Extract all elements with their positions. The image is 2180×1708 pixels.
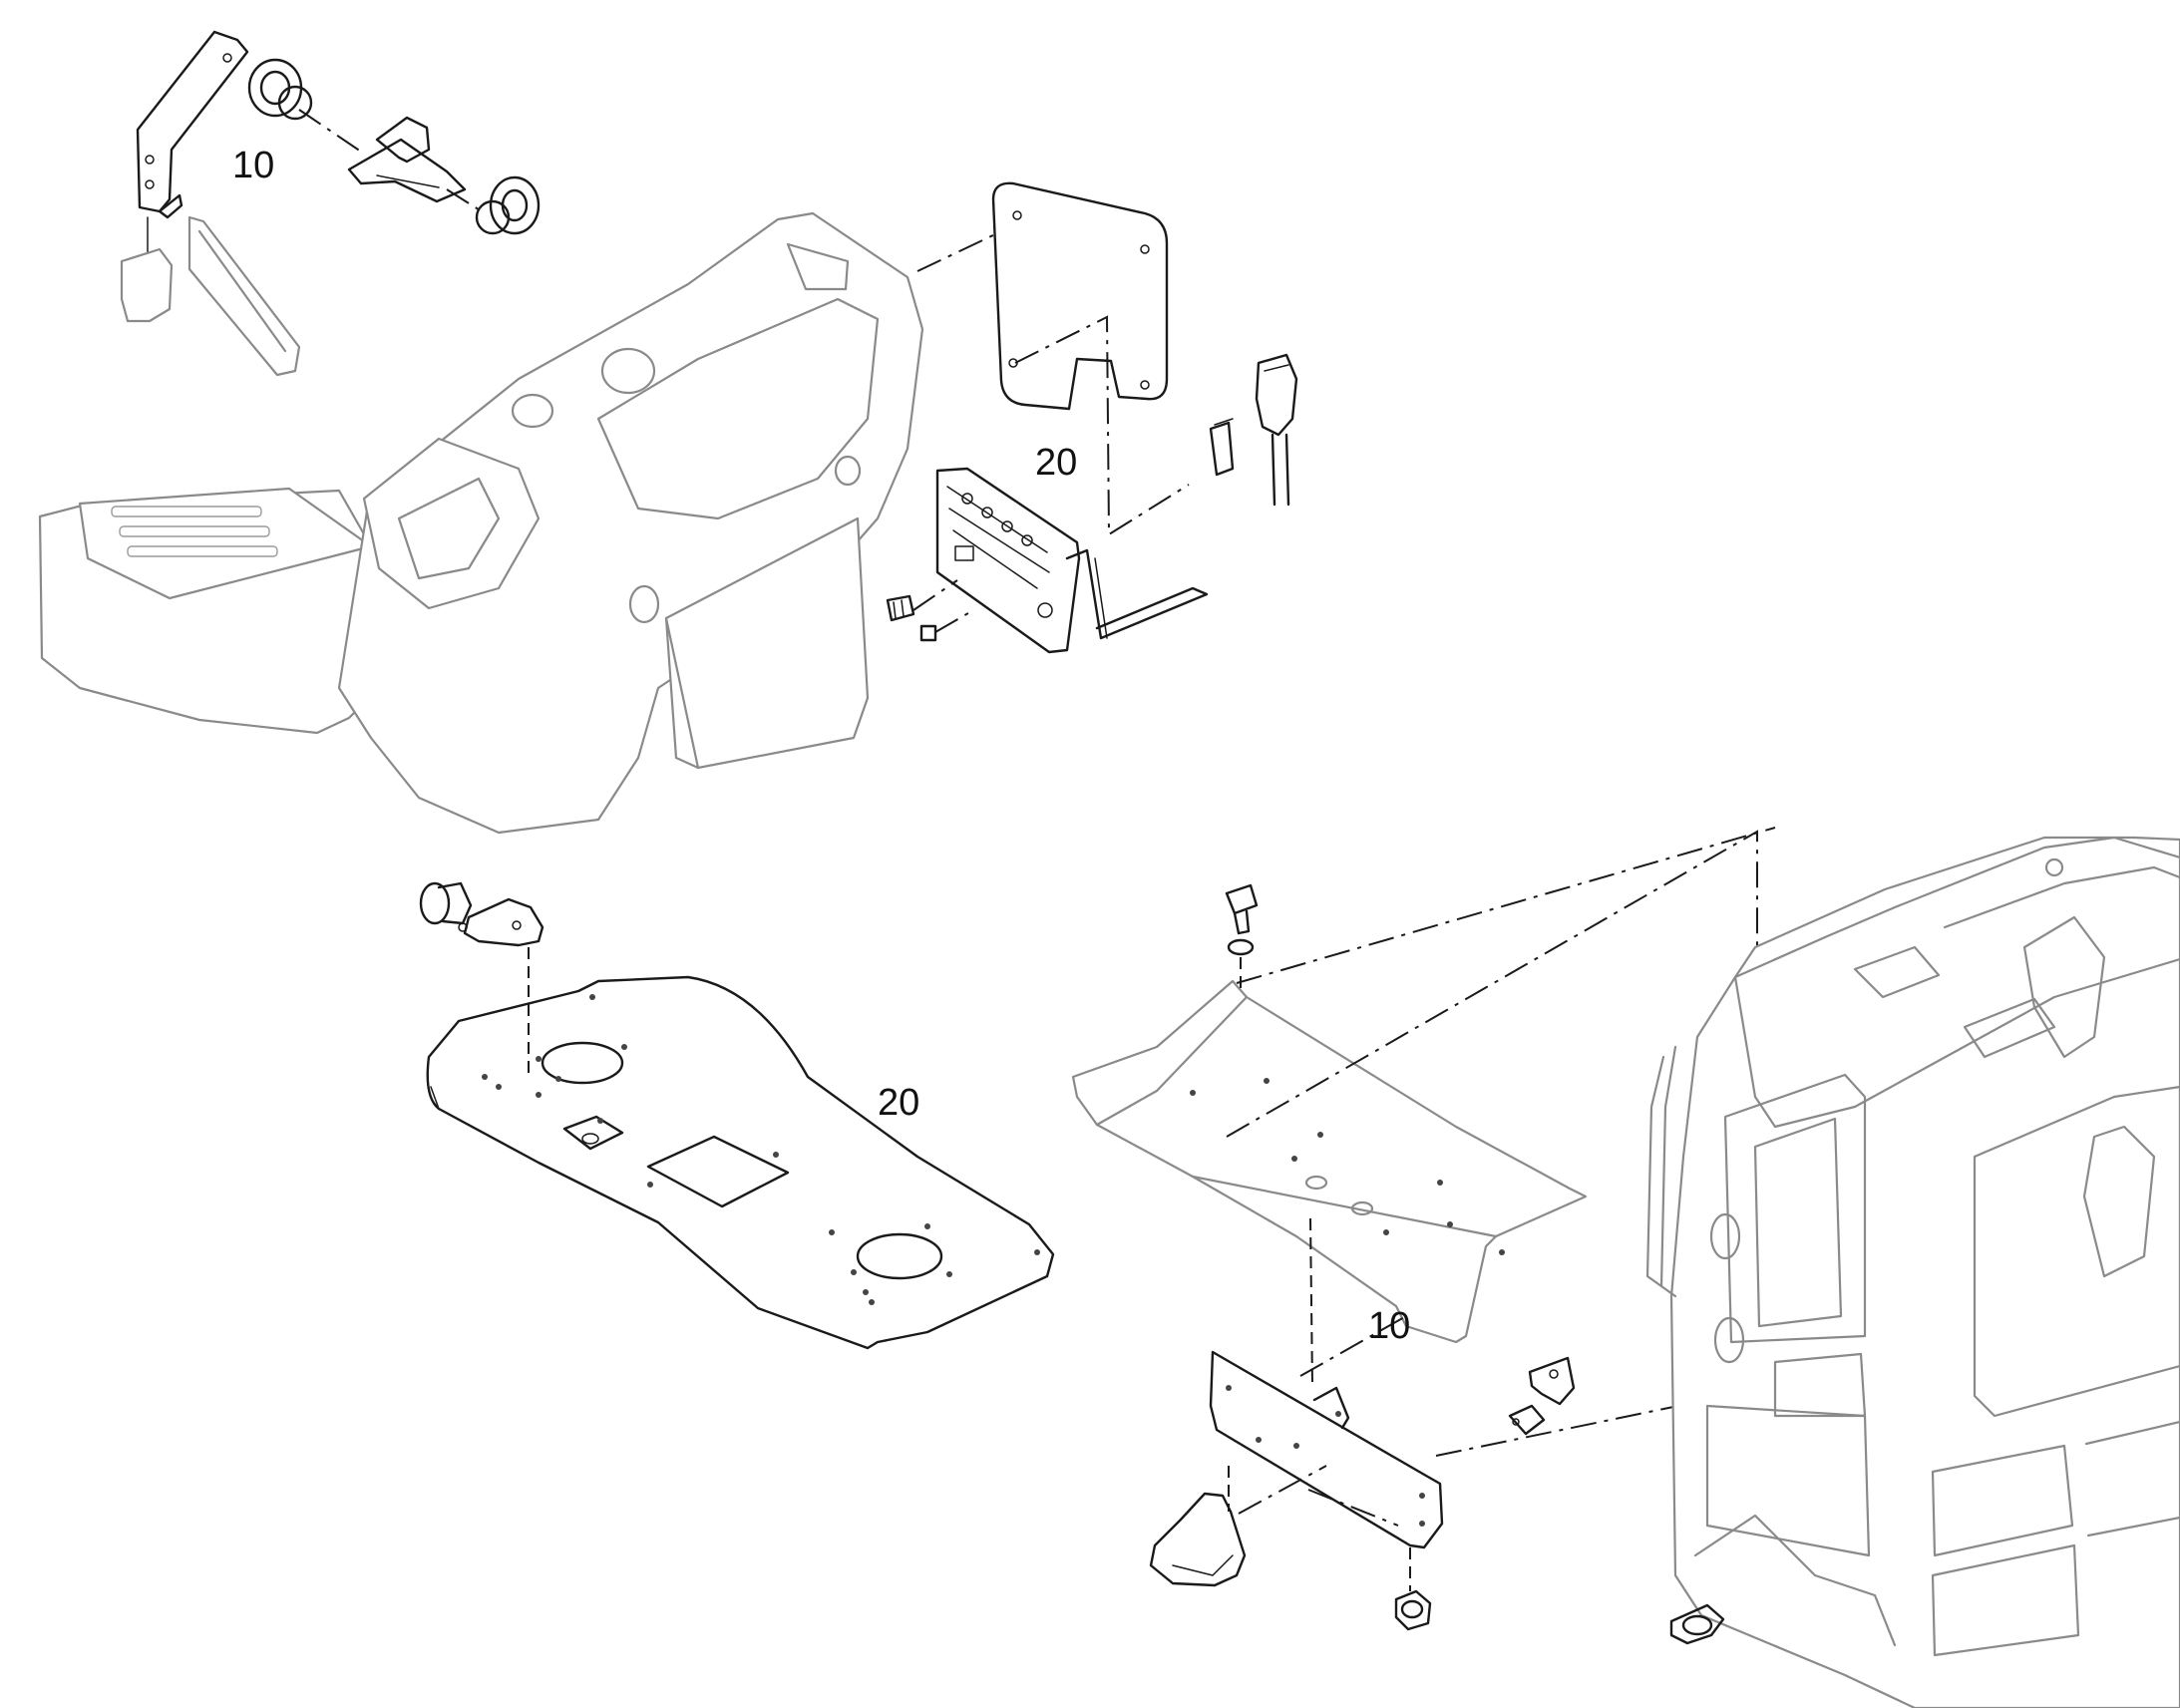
cable-clamp (1669, 1603, 1725, 1645)
floor-plate-assembly (419, 881, 1055, 1350)
callout-monitor-bracket: 10 (232, 145, 274, 186)
operator-console (38, 211, 924, 835)
cover-panel-assembly (886, 181, 1298, 654)
callout-mount-bracket: 10 (1368, 1305, 1410, 1347)
monitor-bracket-assembly (120, 30, 541, 377)
callout-cover-panel: 20 (1035, 442, 1077, 484)
callout-floor-plate: 20 (878, 1082, 919, 1124)
cab-frame (1645, 836, 2180, 1708)
